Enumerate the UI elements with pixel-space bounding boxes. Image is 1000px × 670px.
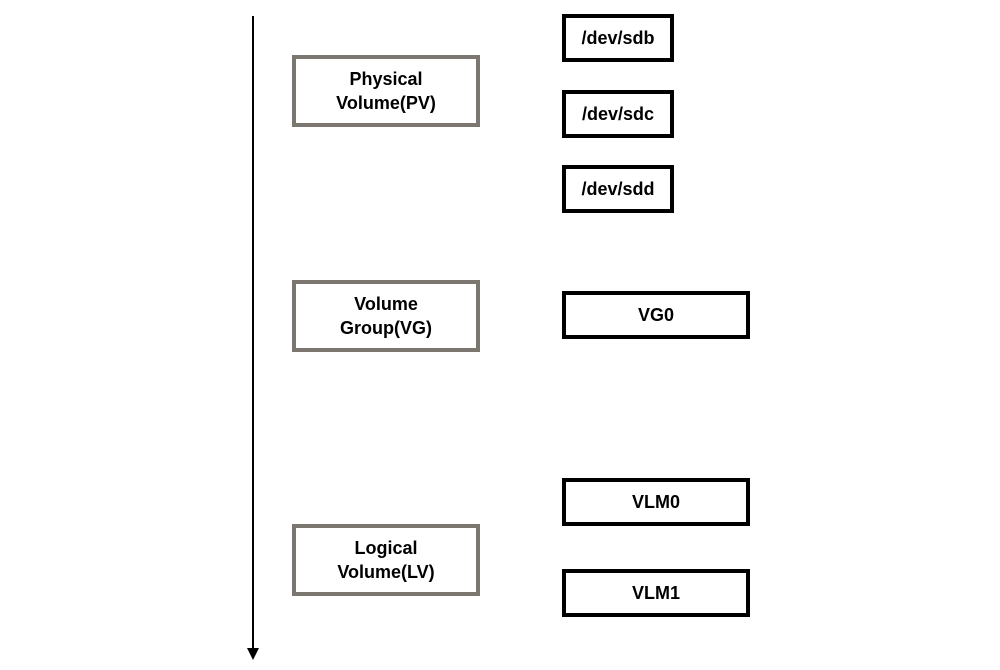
flow-arrowhead xyxy=(247,648,259,660)
flow-arrow-line xyxy=(252,16,254,648)
device-box-sdb: /dev/sdb xyxy=(562,14,674,62)
device-box-sdc: /dev/sdc xyxy=(562,90,674,138)
volume-group-label-vg0: VG0 xyxy=(637,305,675,325)
logical-volume-label-vlm1: VLM1 xyxy=(631,583,680,603)
device-label-sdd: /dev/sdd xyxy=(581,179,655,199)
layer-box-physical-volume: Physical Volume(PV) xyxy=(292,55,480,127)
volume-group-box-vg0: VG0 xyxy=(562,291,750,339)
layer-box-logical-volume: Logical Volume(LV) xyxy=(292,524,480,596)
logical-volume-box-vlm1: VLM1 xyxy=(562,569,750,617)
layer-label-logical-volume: Logical Volume(LV) xyxy=(337,538,435,582)
device-box-sdd: /dev/sdd xyxy=(562,165,674,213)
logical-volume-label-vlm0: VLM0 xyxy=(631,492,680,512)
device-label-sdb: /dev/sdb xyxy=(581,28,655,48)
device-label-sdc: /dev/sdc xyxy=(581,104,655,124)
layer-box-volume-group: Volume Group(VG) xyxy=(292,280,480,352)
logical-volume-box-vlm0: VLM0 xyxy=(562,478,750,526)
layer-label-physical-volume: Physical Volume(PV) xyxy=(336,69,436,113)
layer-label-volume-group: Volume Group(VG) xyxy=(340,294,432,338)
